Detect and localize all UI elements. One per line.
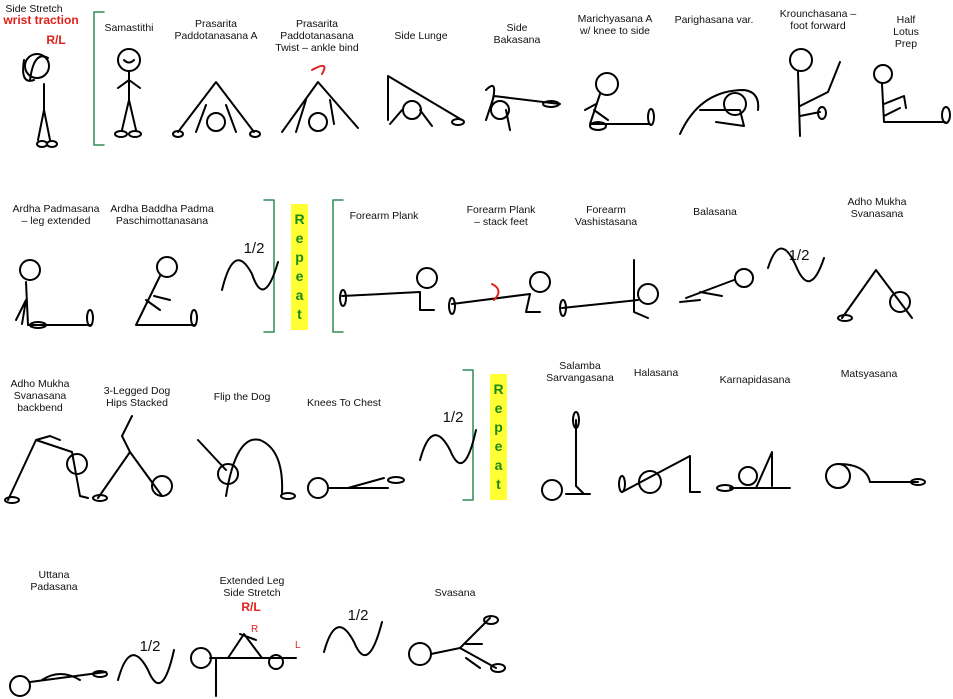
- half-mark-1: 1/2: [243, 240, 265, 257]
- pose-label-adho-mukha-1: Adho Mukha Svanasana: [847, 196, 907, 220]
- pose-label-balasana: Balasana: [693, 206, 737, 218]
- figure-extended-leg-side-stretch: [191, 634, 296, 696]
- half-mark-5: 1/2: [347, 607, 369, 624]
- pose-label-flip-the-dog: Flip the Dog: [213, 391, 271, 403]
- figure-side-lunge: [388, 76, 464, 126]
- pose-label-forearm-plank-stack: Forearm Plank – stack feet: [466, 204, 536, 228]
- figure-svasana: [409, 616, 505, 672]
- half-mark-4: 1/2: [139, 638, 161, 655]
- bracket-repeat-2-right: [463, 370, 473, 500]
- pose-label-side-stretch: Side Stretch: [5, 3, 63, 15]
- pose-label-parighasana: Parighasana var.: [674, 14, 754, 26]
- pose-label-krounchasana: Krounchasana – foot forward: [779, 8, 857, 32]
- pose-label-side-lunge: Side Lunge: [394, 30, 448, 42]
- left-side-mark: L: [295, 640, 301, 651]
- bracket-samastithi: [94, 12, 104, 145]
- figure-three-legged-dog: [93, 416, 172, 501]
- figure-balasana: [680, 269, 753, 302]
- pose-label-ardha-baddha-padma: Ardha Baddha Padma Paschimottanasana: [110, 203, 214, 227]
- pose-label-matsyasana: Matsyasana: [840, 368, 898, 380]
- half-wave-2: [768, 248, 824, 281]
- pose-label-half-lotus-prep: Half Lotus Prep: [893, 14, 919, 50]
- pose-label-adho-mukha-backbend: Adho Mukha Svanasana backbend: [10, 378, 70, 414]
- half-wave-1: [222, 260, 278, 290]
- figure-parighasana: [680, 90, 758, 134]
- pose-label-karnapidasana: Karnapidasana: [719, 374, 791, 386]
- pose-label-forearm-vashistasana: Forearm Vashistasana: [574, 204, 638, 228]
- pose-label-halasana: Halasana: [633, 367, 679, 379]
- figure-adho-mukha-1: [838, 270, 912, 321]
- pose-label-three-legged-dog: 3-Legged Dog Hips Stacked: [103, 385, 171, 409]
- pose-label-svasana: Svasana: [434, 587, 476, 599]
- bracket-group: [94, 12, 473, 500]
- pose-label-knees-to-chest: Knees To Chest: [307, 397, 381, 409]
- pose-label-forearm-plank: Forearm Plank: [349, 210, 419, 222]
- pose-label-uttana-padasana: Uttana Padasana: [30, 569, 78, 593]
- half-mark-3: 1/2: [442, 409, 464, 426]
- pose-label-extended-leg-side-stretch: Extended Leg Side Stretch: [219, 575, 285, 599]
- figure-forearm-vashistasana: [560, 260, 658, 318]
- pose-side-mark-rl: R/L: [46, 33, 66, 47]
- figure-adho-mukha-backbend: [5, 436, 88, 503]
- figure-halasana: [619, 456, 700, 493]
- pose-label-samastithi: Samastithi: [104, 22, 154, 34]
- pose-label-prasarita-a: Prasarita Paddotanasana A: [174, 18, 258, 42]
- half-wave-3: [420, 430, 476, 463]
- figure-side-stretch: [23, 54, 57, 147]
- bracket-forearm-left: [333, 200, 343, 332]
- figure-half-lotus-prep: [874, 65, 950, 123]
- pose-side-mark-rl-2: R/L: [241, 600, 261, 614]
- figure-prasarita-a: [173, 82, 260, 137]
- figure-uttana-padasana: [10, 671, 107, 696]
- figure-matsyasana: [826, 464, 925, 488]
- figure-ardha-baddha-padma: [136, 257, 197, 326]
- figure-krounchasana: [790, 49, 840, 136]
- figure-salamba-sarvangasana: [542, 412, 590, 500]
- pose-label-salamba-sarvangasana: Salamba Sarvangasana: [546, 360, 614, 384]
- half-wave-4: [118, 650, 174, 683]
- figure-ardha-padmasana: [16, 260, 93, 328]
- pose-label-ardha-padmasana: Ardha Padmasana – leg extended: [12, 203, 100, 227]
- figure-marichyasana-a: [585, 73, 654, 130]
- pose-label-side-bakasana: Side Bakasana: [493, 22, 541, 46]
- figure-side-bakasana: [486, 86, 560, 130]
- figure-samastithi: [115, 49, 141, 137]
- figure-knees-to-chest: [308, 477, 404, 498]
- figure-karnapidasana: [717, 452, 790, 491]
- half-wave-5: [324, 622, 382, 655]
- pose-note-wrist-traction: wrist traction: [3, 13, 79, 27]
- pose-label-prasarita-twist: Prasarita Paddotanasana Twist – ankle bi…: [275, 18, 359, 54]
- pose-label-marichyasana-a: Marichyasana A w/ knee to side: [577, 13, 653, 37]
- figure-flip-the-dog: [198, 439, 295, 499]
- figure-prasarita-twist: [282, 66, 358, 132]
- figure-forearm-plank-stack: [449, 272, 550, 314]
- figure-forearm-plank: [340, 268, 437, 310]
- bracket-repeat-1-right: [264, 200, 274, 332]
- right-side-mark: R: [251, 624, 259, 635]
